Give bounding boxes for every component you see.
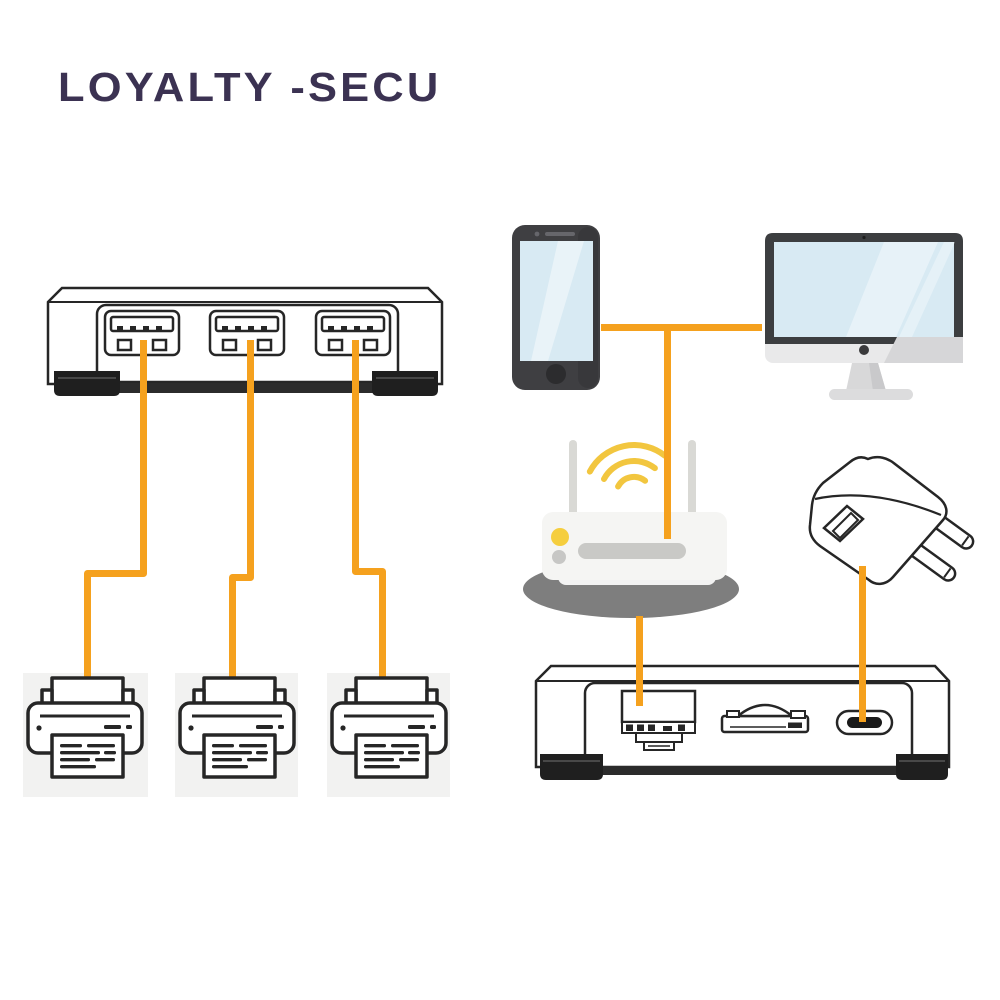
usb-power-adapter-icon (808, 455, 975, 586)
lan-port (620, 689, 697, 751)
usb-hub-icon (46, 286, 444, 396)
sd-card-slot (720, 703, 810, 734)
server-foot (540, 754, 603, 780)
wifi-signal-icon (586, 442, 668, 490)
phone-camera (534, 231, 540, 237)
phone-home-button (546, 364, 566, 384)
router-antenna-left (569, 440, 577, 520)
router-antenna-right (688, 440, 696, 520)
print-server-icon (534, 664, 951, 780)
cable-hub-to-printer-1 (84, 340, 147, 695)
hub-foot (372, 371, 438, 396)
adapter-body (808, 455, 948, 586)
router-slot (578, 543, 686, 559)
server-foot (896, 754, 948, 780)
wifi-router-icon (523, 440, 739, 618)
phone-screen (520, 241, 593, 361)
cable-hub-to-printer-2 (229, 340, 254, 695)
monitor-base (829, 389, 913, 400)
smartphone-icon (512, 225, 600, 390)
monitor-camera (859, 345, 869, 355)
cables (84, 324, 866, 722)
router-led (552, 550, 566, 564)
desktop-monitor-icon (765, 233, 963, 400)
hub-foot (54, 371, 120, 396)
cable-hub-to-printer-3 (352, 340, 386, 695)
brand-logo: LOYALTY -SECU (58, 64, 442, 110)
phone-speaker (545, 232, 575, 236)
monitor-screen (774, 242, 954, 337)
router-led-active (551, 528, 569, 546)
